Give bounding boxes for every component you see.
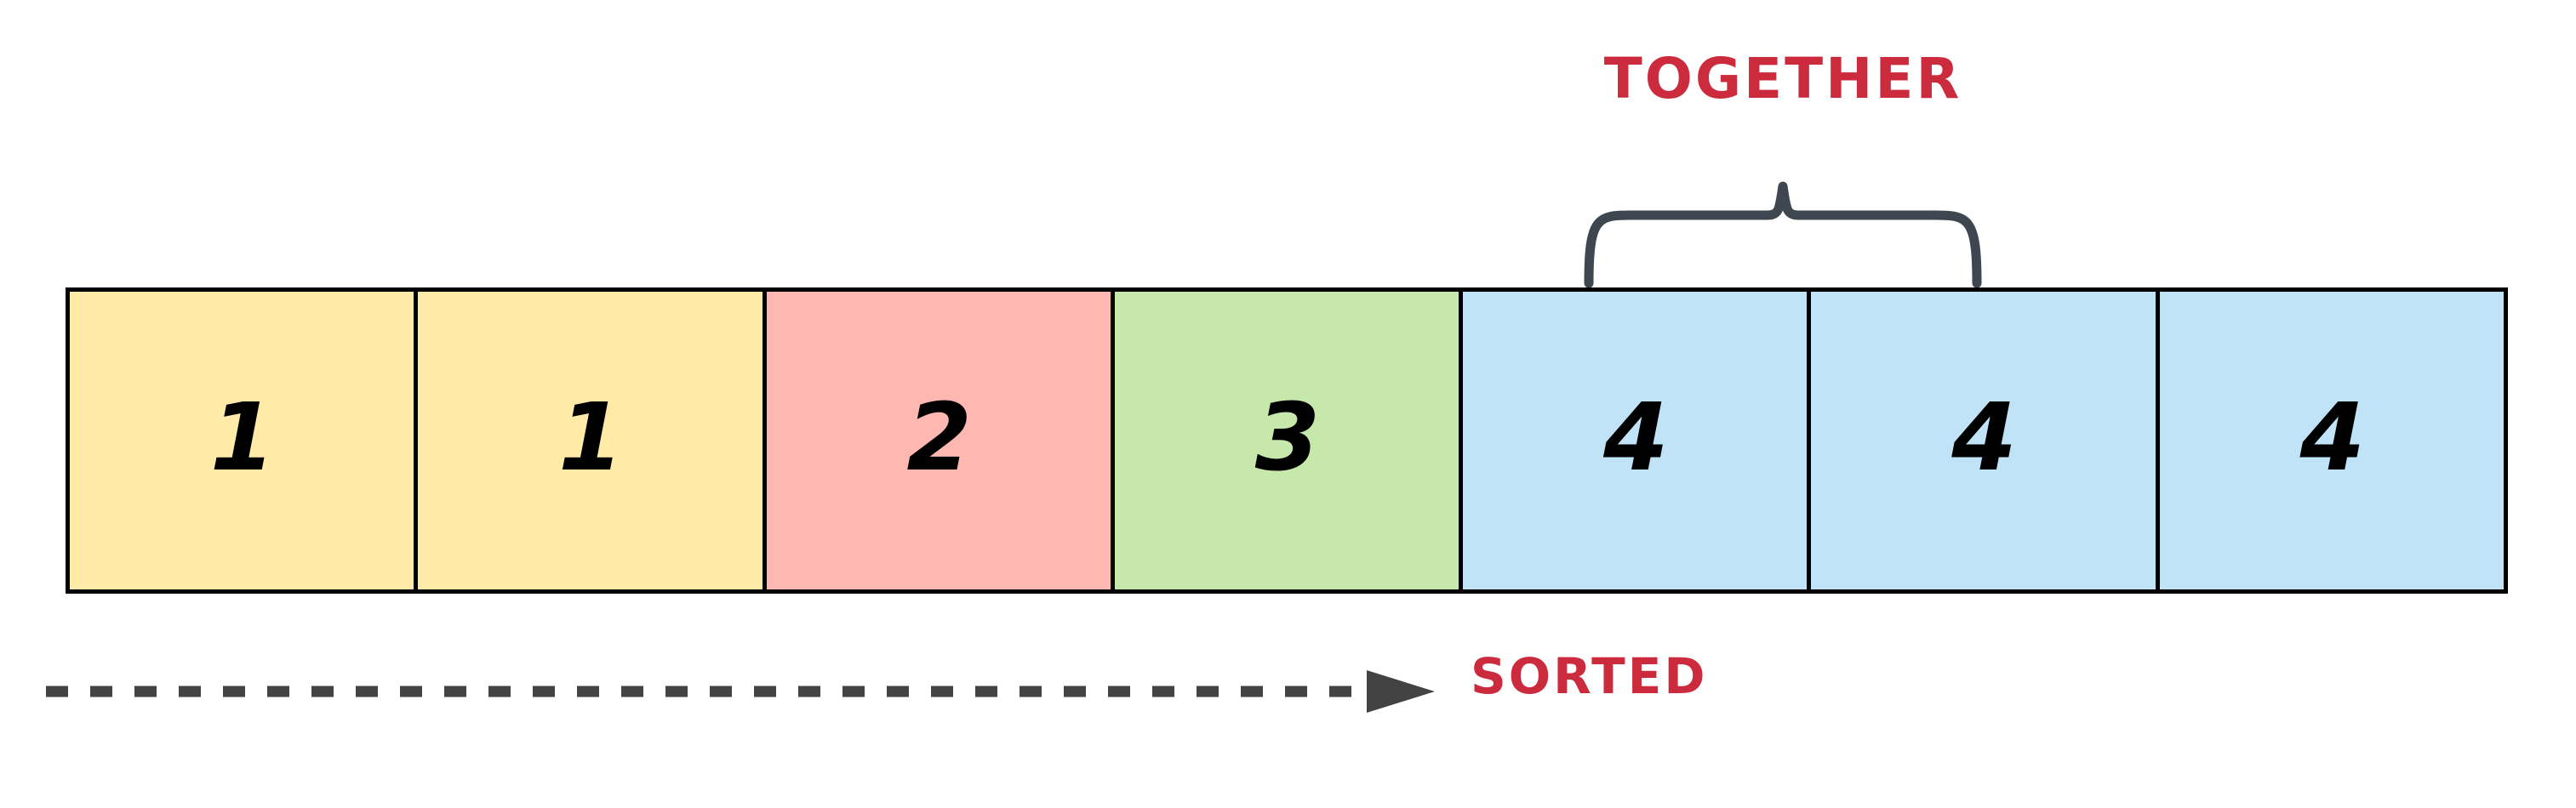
cell-value: 4 <box>1602 383 1669 492</box>
cell-value: 4 <box>2299 383 2366 492</box>
cell-value: 3 <box>1254 383 1321 492</box>
cell-value: 1 <box>209 383 276 492</box>
array-cell[interactable]: 1 <box>70 292 419 589</box>
array-cell[interactable]: 2 <box>766 292 1115 589</box>
together-label: TOGETHER <box>1603 46 1962 111</box>
array-cell[interactable]: 1 <box>418 292 767 589</box>
brace-path <box>1584 181 1982 288</box>
array-cell[interactable]: 4 <box>1811 292 2160 589</box>
array-cell[interactable]: 4 <box>1463 292 1812 589</box>
sorted-label: SORTED <box>1471 647 1708 705</box>
together-brace <box>1579 181 1987 288</box>
cell-value: 2 <box>906 383 972 492</box>
cell-value: 4 <box>1951 383 2017 492</box>
array-cell[interactable]: 3 <box>1114 292 1464 589</box>
array-row: 1 1 2 3 4 4 4 <box>66 287 2508 594</box>
sorted-arrow-icon <box>43 665 1438 718</box>
cell-value: 1 <box>558 383 624 492</box>
array-cell[interactable]: 4 <box>2159 292 2504 589</box>
arrow-head <box>1367 670 1435 713</box>
